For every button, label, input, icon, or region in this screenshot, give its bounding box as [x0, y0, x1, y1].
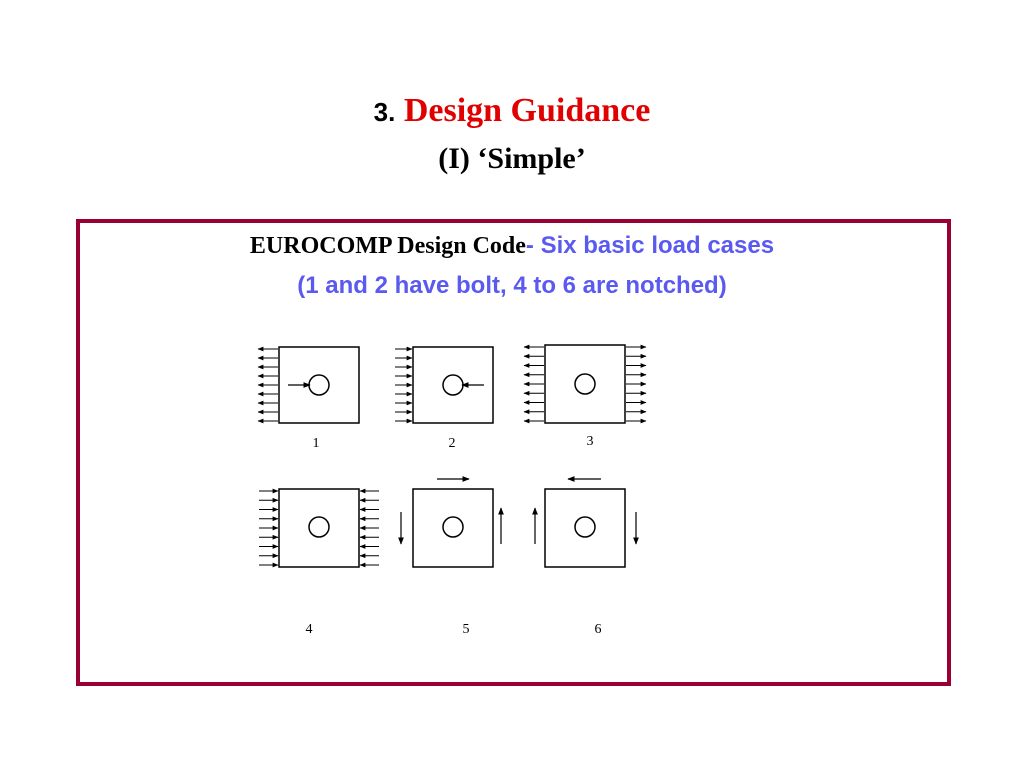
hole: [308, 516, 330, 538]
plate: [412, 488, 494, 568]
case-label: 4: [306, 622, 313, 637]
load-case-2: 2: [412, 346, 494, 451]
hole: [442, 516, 464, 538]
title-heading: Design Guidance: [403, 92, 651, 129]
load-case-5: 5: [398, 476, 504, 637]
slide-subtitle: (I) ‘Simple’: [438, 142, 586, 175]
plate: [412, 346, 494, 424]
plate: [544, 488, 626, 568]
load-case-4: 4: [278, 488, 360, 637]
load-case-6: 6: [532, 476, 639, 637]
case-label: 2: [449, 436, 456, 451]
hole: [574, 373, 596, 395]
plate: [544, 344, 626, 424]
case-label: 6: [595, 622, 602, 637]
case-label: 1: [313, 436, 320, 451]
load-case-1: 1: [278, 346, 360, 451]
code-name: EUROCOMP Design Code: [249, 233, 526, 259]
load-case-3: 3: [544, 344, 626, 449]
plate: [278, 488, 360, 568]
case-label: 5: [463, 622, 470, 637]
hole: [574, 516, 596, 538]
title-number: 3.: [373, 97, 396, 127]
code-suffix: - Six basic load cases: [525, 232, 775, 259]
case-label: 3: [587, 434, 594, 449]
hole: [442, 374, 464, 396]
note-line: (1 and 2 have bolt, 4 to 6 are notched): [297, 272, 727, 299]
plate: [278, 346, 360, 424]
code-line: EUROCOMP Design Code- Six basic load cas…: [0, 232, 1024, 260]
edge-load-arrows: [257, 344, 647, 568]
content-frame: [76, 219, 951, 686]
hole: [308, 374, 330, 396]
slide-title: 3. Design Guidance: [0, 92, 1024, 130]
